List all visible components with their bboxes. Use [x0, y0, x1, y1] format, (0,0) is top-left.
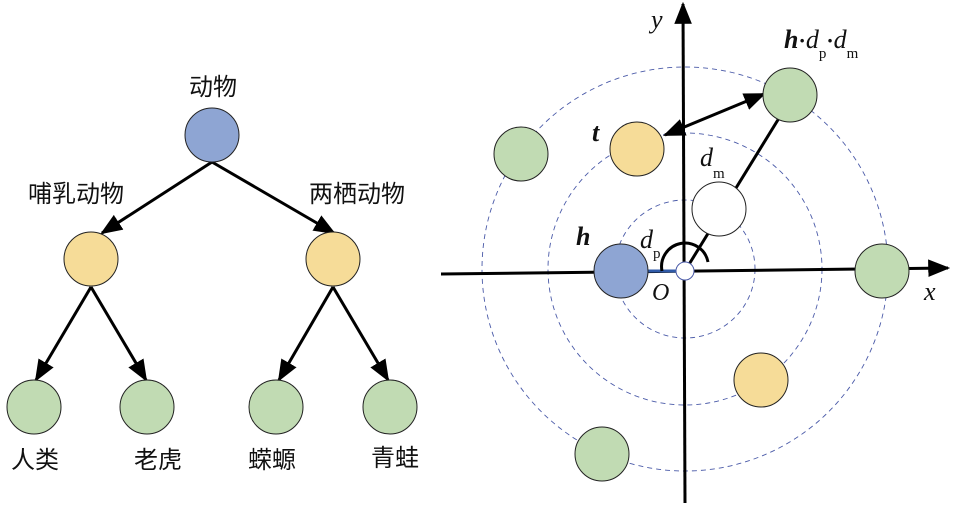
- phase-arc: [660, 241, 710, 272]
- tree-node-human: [6, 379, 62, 435]
- label-tiger: 老虎: [134, 446, 182, 474]
- tree-node-root: [184, 107, 240, 163]
- edge-amphibian-salamander: [277, 286, 335, 382]
- y-axis-label: y: [648, 5, 663, 34]
- dm-label: dm: [700, 143, 725, 182]
- entity-leaf-right: [854, 243, 910, 299]
- transformed-label: h·dp·dm: [784, 25, 859, 62]
- origin-marker: [675, 261, 695, 281]
- label-salamander: 蝾螈: [248, 446, 296, 474]
- entity-head: [593, 243, 649, 299]
- edge-root-amphibian: [211, 160, 336, 235]
- edge-amphibian-frog: [331, 286, 390, 382]
- dp-label: dp: [640, 225, 661, 262]
- label-root: 动物: [189, 73, 237, 101]
- entity-transformed: [762, 67, 818, 123]
- label-mammal: 哺乳动物: [28, 180, 124, 208]
- edge-mammal-tiger: [89, 286, 148, 382]
- entity-category-bottom: [733, 352, 789, 408]
- polar-diagram: y x O h t dp dm h·dp·dm: [440, 1, 951, 504]
- tail-label: t: [592, 118, 600, 147]
- distance-arrow: [662, 92, 767, 137]
- entity-leaf-left: [493, 126, 549, 182]
- tree-node-amphibian: [305, 231, 361, 287]
- head-label: h: [576, 222, 590, 251]
- label-frog: 青蛙: [371, 444, 419, 472]
- tree-node-salamander: [248, 379, 304, 435]
- entity-intermediate: [691, 181, 747, 237]
- tree-node-frog: [362, 379, 418, 435]
- tree-node-mammal: [63, 231, 119, 287]
- edge-mammal-human: [34, 286, 93, 382]
- y-axis: [674, 1, 692, 504]
- edge-root-mammal: [100, 160, 213, 235]
- taxonomy-tree: 动物 哺乳动物 两栖动物 人类 老虎 蝾螈 青蛙: [6, 73, 419, 474]
- tree-node-tiger: [119, 379, 175, 435]
- label-amphibian: 两栖动物: [309, 180, 405, 208]
- entity-leaf-bottom: [574, 426, 630, 482]
- entity-tail: [609, 121, 665, 177]
- label-human: 人类: [11, 446, 59, 474]
- origin-label: O: [652, 280, 669, 306]
- x-axis-label: x: [923, 277, 936, 306]
